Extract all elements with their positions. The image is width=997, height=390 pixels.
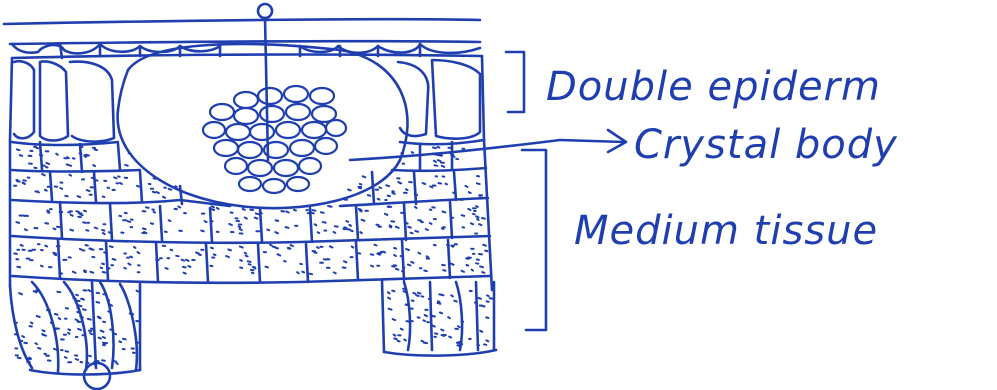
- crystal-body: [201, 84, 348, 195]
- cuticle-line: [2, 17, 482, 26]
- crystal-stalk-knob: [256, 2, 274, 20]
- medium-tissue-bracket: [520, 148, 548, 332]
- medium-tissue: [8, 138, 494, 292]
- double-epiderm-bracket: [504, 50, 526, 114]
- inner-epidermis: [8, 54, 486, 143]
- label-medium-tissue: Medium tissue: [574, 208, 878, 254]
- label-double-epiderm: Double epiderm: [546, 64, 881, 110]
- trichome-bulb: [82, 361, 112, 390]
- label-crystal-body: Crystal body: [634, 122, 898, 168]
- crystal-cell: [116, 42, 409, 210]
- cell-stipple: [13, 145, 494, 366]
- arrow-head: [606, 128, 628, 154]
- lower-epidermis-left: [8, 280, 142, 390]
- arrow-shaft: [558, 138, 626, 144]
